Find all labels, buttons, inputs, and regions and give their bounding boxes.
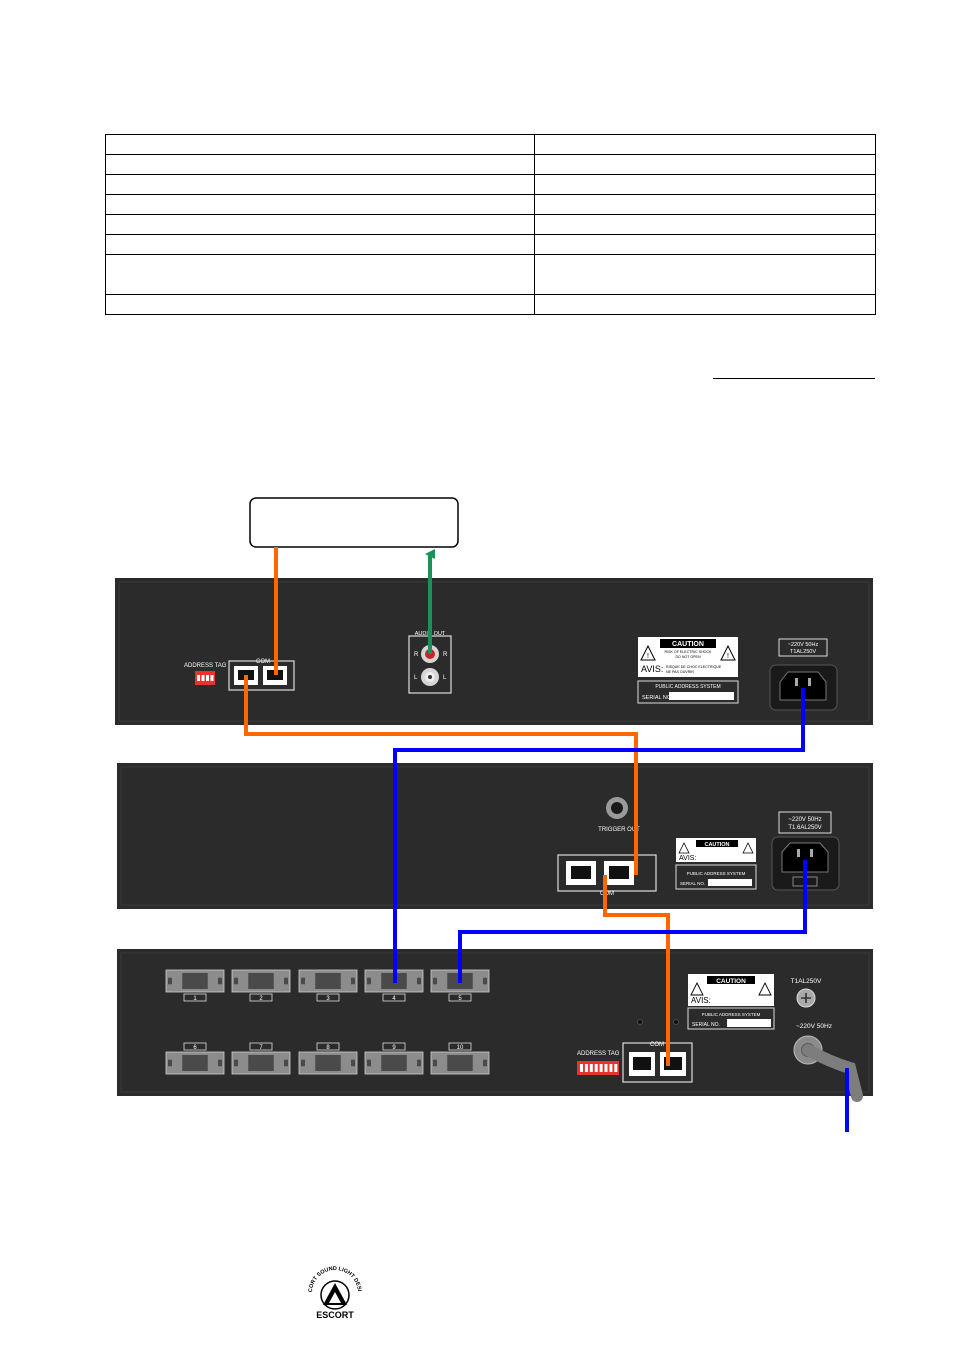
com-port-group (622, 1042, 693, 1083)
product-text: PUBLIC ADDRESS SYSTEM (655, 684, 720, 690)
unit-2-rear-panel: TRIGGER OUT COM CAUTION AVIS: PUBLIC ADD… (117, 763, 873, 909)
serial-label: SERIAL NO. (692, 1022, 720, 1028)
caution-text: CAUTION (716, 978, 746, 985)
outlet-number: 4 (392, 996, 396, 1002)
svg-text:!: ! (727, 653, 729, 660)
outlet-number: 2 (259, 996, 263, 1002)
power-cord (802, 1044, 863, 1102)
serial-plate (637, 680, 739, 704)
r-label: R (443, 652, 448, 658)
outlet-number: 9 (392, 1045, 396, 1051)
serial-label: SERIAL NO. (680, 881, 705, 886)
ac-outlet[interactable]: 3 (298, 969, 358, 1002)
warning-triangle-icon (640, 644, 656, 661)
ac-outlet[interactable]: 8 (298, 1042, 358, 1075)
table-cell (105, 254, 535, 295)
table-row (105, 254, 876, 295)
product-text: PUBLIC ADDRESS SYSTEM (687, 871, 746, 876)
table-row (105, 294, 876, 315)
outlet-number: 3 (326, 996, 330, 1002)
warning-triangle-icon (690, 981, 704, 996)
ac-outlet[interactable]: 10 (430, 1042, 490, 1075)
product-text: PUBLIC ADDRESS SYSTEM (702, 1012, 761, 1017)
dip-switch-toggle (584, 1064, 588, 1072)
address-tag-label: ADDRESS TAG (577, 1051, 620, 1057)
warning-triangle-icon (742, 842, 754, 854)
serial-plate (687, 1007, 775, 1030)
com-label: COM (256, 659, 270, 665)
dip-switch-toggle (589, 1064, 593, 1072)
warning-triangle-icon (720, 644, 736, 661)
com-port-group (228, 660, 295, 691)
fuse-rating: T1AL250V (791, 978, 822, 985)
svg-text:!: ! (647, 653, 649, 660)
screw-icon (637, 1019, 643, 1025)
l-label: L (414, 675, 418, 681)
heading-underline (713, 378, 875, 379)
serial-label: SERIAL NO. (642, 695, 673, 701)
dip-switch-toggle (604, 1064, 608, 1072)
l-label: L (443, 675, 447, 681)
caution-text: CAUTION (704, 842, 729, 848)
com-cable (603, 875, 670, 1066)
unit-1-rear-panel: ADDRESS TAG COM AUDIO OUT R R L L ! ! CA… (115, 578, 873, 725)
power-cable (393, 688, 805, 983)
power-rating: ~220V 50Hz (796, 1023, 832, 1030)
dip-switch[interactable] (195, 671, 215, 685)
dip-switch-toggle (599, 1064, 603, 1072)
dip-switch-toggle (609, 1064, 613, 1072)
outlet-number: 8 (326, 1045, 330, 1051)
avis-line: RISQUE DE CHOC ELECTRIQUE (666, 665, 722, 669)
outlet-number: 6 (193, 1045, 197, 1051)
table-row (105, 134, 876, 155)
outlet-number: 10 (457, 1045, 464, 1051)
ac-outlet[interactable]: 6 (165, 1042, 225, 1075)
ac-outlet[interactable]: 1 (165, 969, 225, 1002)
screw-icon (673, 1019, 679, 1025)
dip-switch[interactable] (577, 1061, 619, 1075)
caution-text: CAUTION (672, 641, 704, 648)
logo-name: ESCORT (316, 1310, 354, 1320)
dip-switch-toggle (580, 1064, 583, 1072)
warning-triangle-icon (678, 842, 690, 854)
ac-outlet[interactable]: 7 (231, 1042, 291, 1075)
power-rating: ~220V 50Hz (788, 817, 821, 823)
com-label: COM (650, 1042, 664, 1048)
outlet-number: 5 (458, 996, 462, 1002)
fuse-rating: T1.6AL250V (788, 825, 821, 831)
warning-triangle-icon (758, 981, 772, 996)
panel-body (117, 763, 873, 909)
avis-line: NE PAS OUVRIR (666, 670, 694, 674)
trigger-out-label: TRIGGER OUT (598, 827, 640, 833)
dip-switch-toggle (594, 1064, 598, 1072)
power-cable (458, 860, 807, 983)
avis-text: AVIS: (691, 996, 711, 1005)
address-tag-label: ADDRESS TAG (184, 663, 227, 669)
source-device-box (249, 497, 459, 548)
com-cable (244, 675, 638, 875)
avis-text: AVIS: (641, 664, 663, 674)
power-rating: ~220V 50Hz (788, 642, 819, 648)
serial-plate (675, 864, 757, 890)
ac-outlet[interactable]: 2 (231, 969, 291, 1002)
table-cell (534, 294, 876, 315)
panel-body (115, 578, 873, 725)
avis-text: AVIS: (679, 855, 696, 862)
caution-line: DO NOT OPEN (675, 655, 700, 659)
r-label: R (414, 652, 419, 658)
outlet-number: 1 (193, 996, 197, 1002)
outlet-number: 7 (259, 1045, 263, 1051)
fuse-rating: T1AL250V (790, 649, 816, 655)
unit-3-rear-panel: 1 2 3 4 5 6 7 8 9 10 ADDRESS TAG COM CAUTION AVIS… (117, 949, 873, 1102)
dip-switch-toggle (614, 1064, 618, 1072)
table-row (105, 234, 876, 255)
spec-table (105, 134, 876, 315)
caution-line: RISK OF ELECTRIC SHOCK (665, 650, 713, 654)
ac-outlet[interactable]: 9 (364, 1042, 424, 1075)
